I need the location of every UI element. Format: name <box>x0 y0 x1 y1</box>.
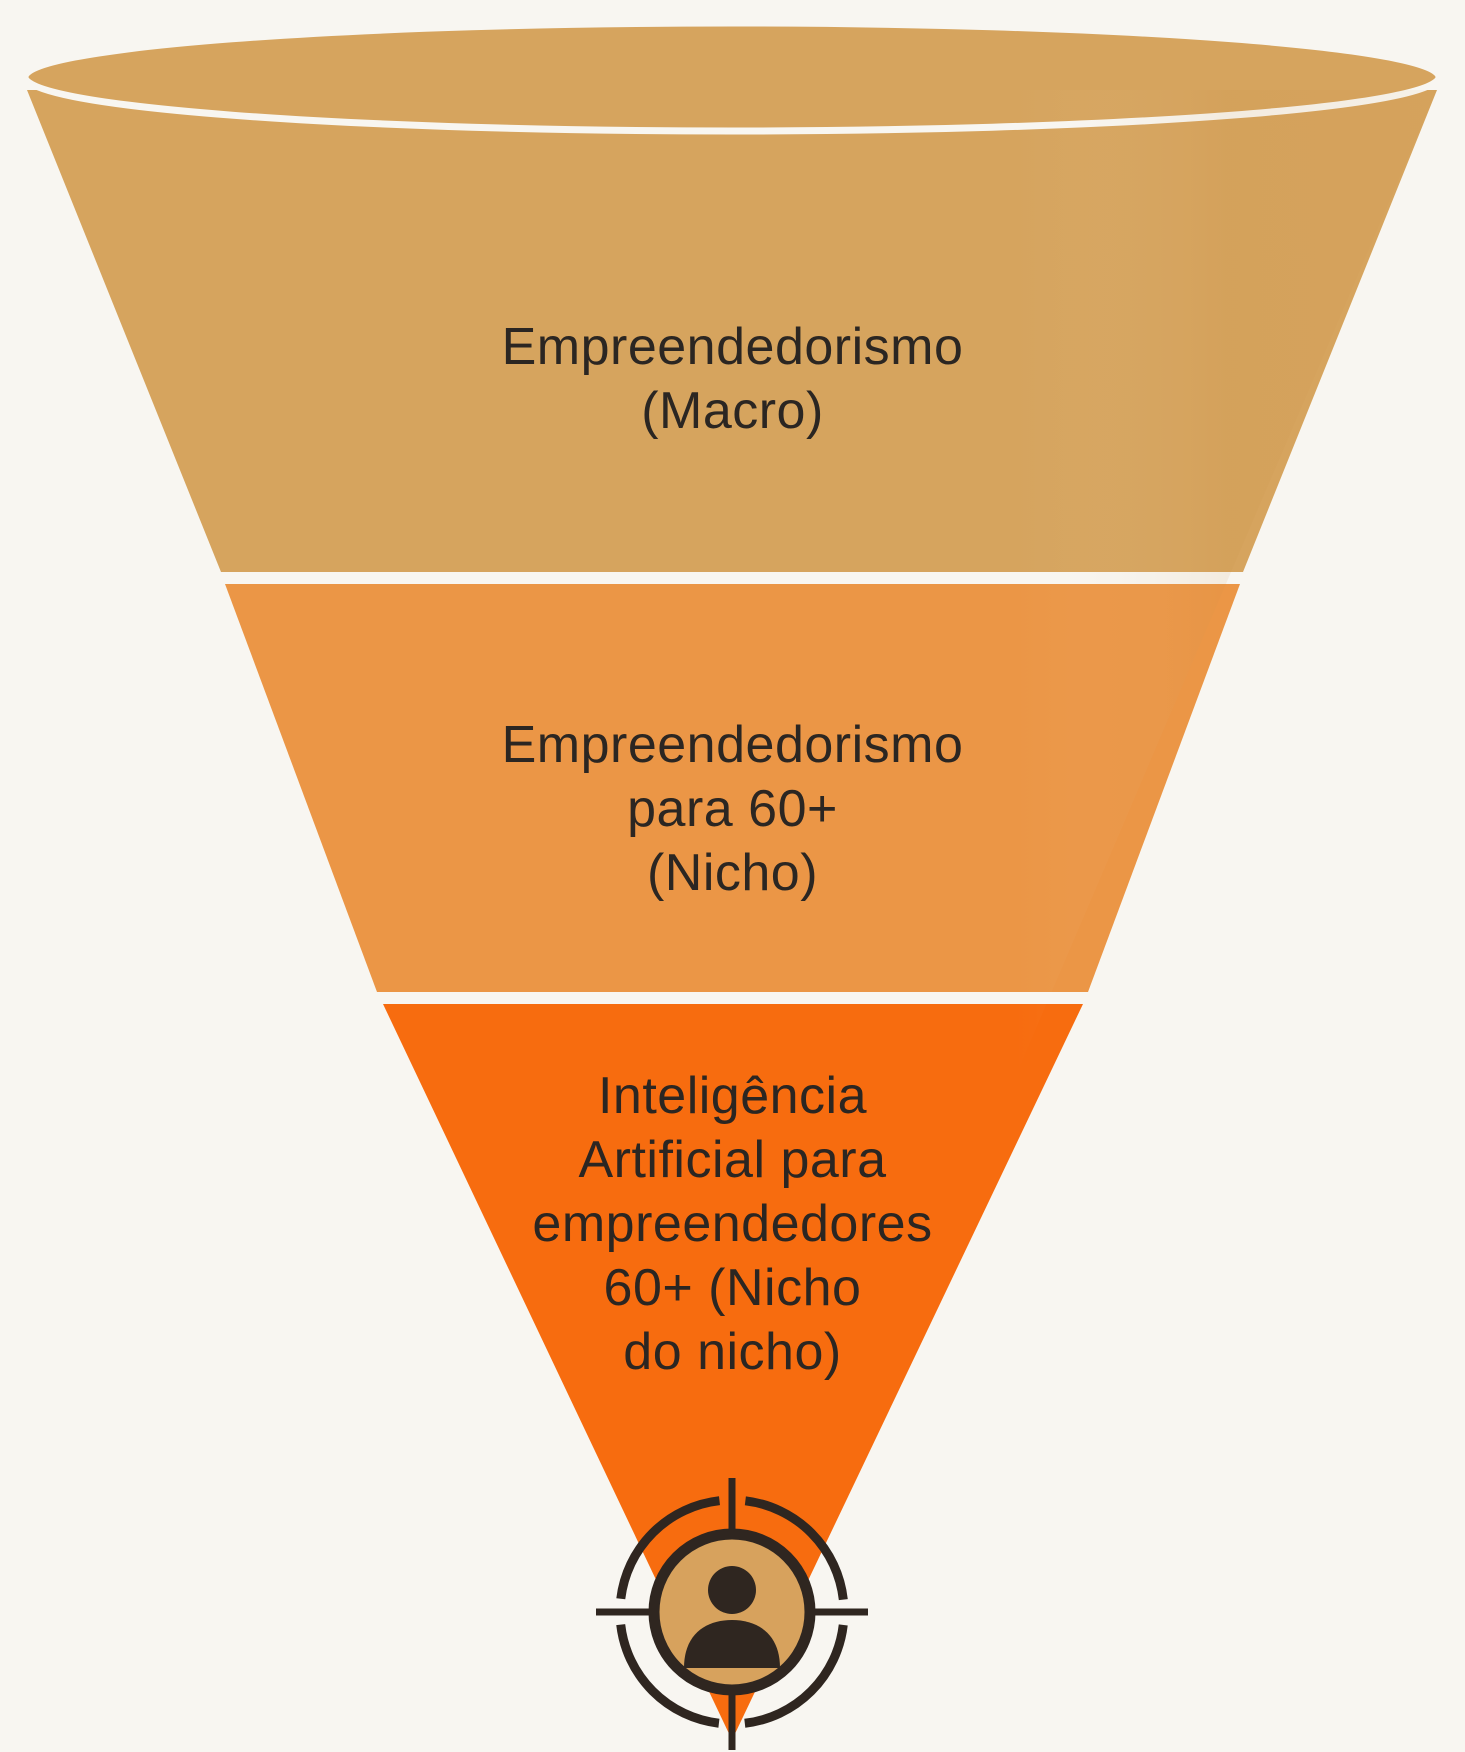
level-label-line: (Nicho) <box>646 844 819 902</box>
level-label-line: Empreendedorismo <box>501 716 964 774</box>
level-label-line: Empreendedorismo <box>501 318 964 376</box>
target-person-icon <box>596 1478 868 1750</box>
level-label-line: Artificial para <box>578 1131 887 1189</box>
level-label-nicho: Empreendedorismo para 60+ (Nicho) <box>0 713 1465 905</box>
level-label-line: para 60+ <box>627 780 838 838</box>
level-label-nicho-do-nicho: Inteligência Artificial para empreendedo… <box>0 1064 1465 1384</box>
level-label-line: 60+ (Nicho <box>603 1259 862 1317</box>
funnel-shading <box>27 90 1437 1740</box>
level-label-line: empreendedores <box>532 1195 933 1253</box>
level-label-line: Inteligência <box>597 1067 868 1125</box>
level-label-line: do nicho) <box>623 1323 842 1381</box>
level-label-macro: Empreendedorismo (Macro) <box>0 315 1465 443</box>
level-label-line: (Macro) <box>641 382 824 440</box>
